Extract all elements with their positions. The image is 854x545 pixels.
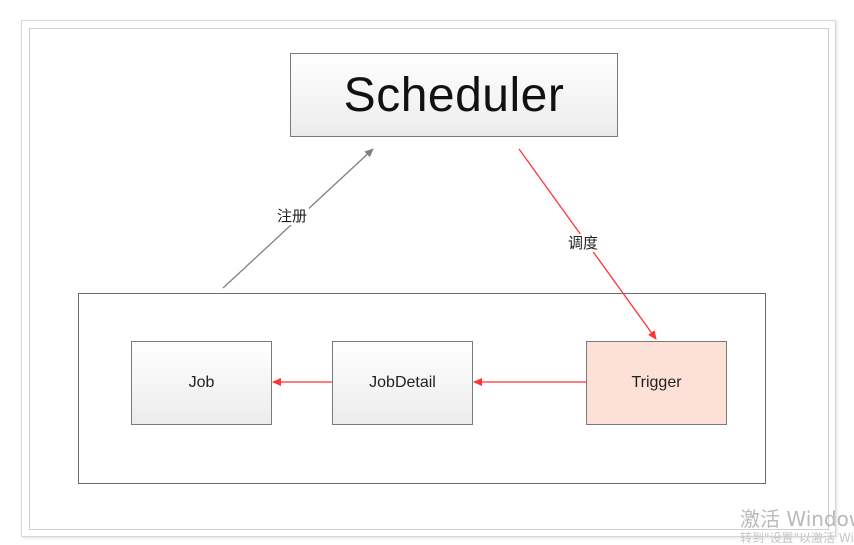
scheduler-node-label: Scheduler	[343, 68, 565, 122]
jobdetail-node-label: JobDetail	[369, 374, 436, 391]
trigger-node-label: Trigger	[631, 374, 682, 391]
scheduler-node: Scheduler	[290, 53, 618, 137]
dispatch-edge-label: 调度	[566, 234, 601, 252]
jobdetail-node: JobDetail	[332, 341, 473, 425]
inner-frame	[29, 28, 829, 530]
job-node-label: Job	[188, 374, 215, 391]
trigger-node: Trigger	[586, 341, 727, 425]
job-node: Job	[131, 341, 272, 425]
job-group-container	[78, 293, 766, 484]
activate-windows-watermark: 激活 Windows	[740, 507, 854, 531]
register-edge-label: 注册	[275, 207, 310, 225]
activate-windows-hint: 转到"设置"以激活 Windows。	[740, 531, 854, 545]
outer-frame	[21, 20, 836, 537]
